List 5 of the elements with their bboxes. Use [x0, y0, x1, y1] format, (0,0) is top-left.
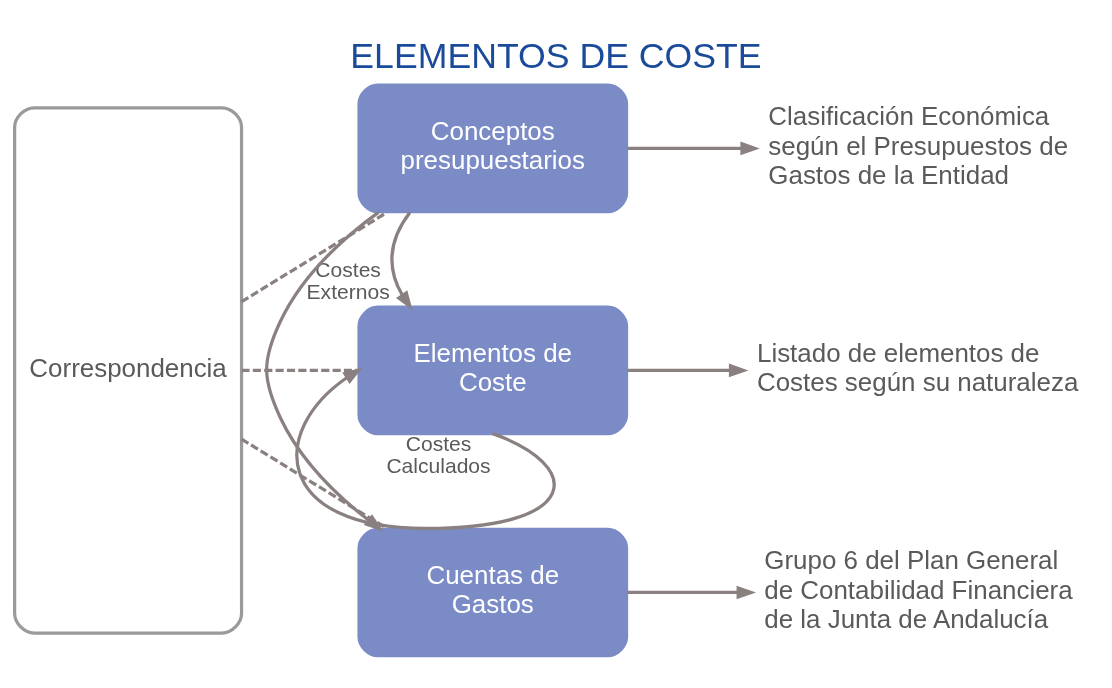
node-text: Listado de elementos de Costes según su naturaleza — [756, 338, 1079, 396]
diagram-title: ELEMENTOS DE COSTE — [350, 34, 762, 75]
edge-label: Costes Externos — [306, 257, 390, 303]
node-text: Clasificación Económica según el Presupuestos de Gastos de la Entidad — [768, 101, 1069, 189]
node-text: Grupo 6 del Plan General de Contabilidad Financiera de la Junta de Andalucía — [764, 545, 1073, 633]
